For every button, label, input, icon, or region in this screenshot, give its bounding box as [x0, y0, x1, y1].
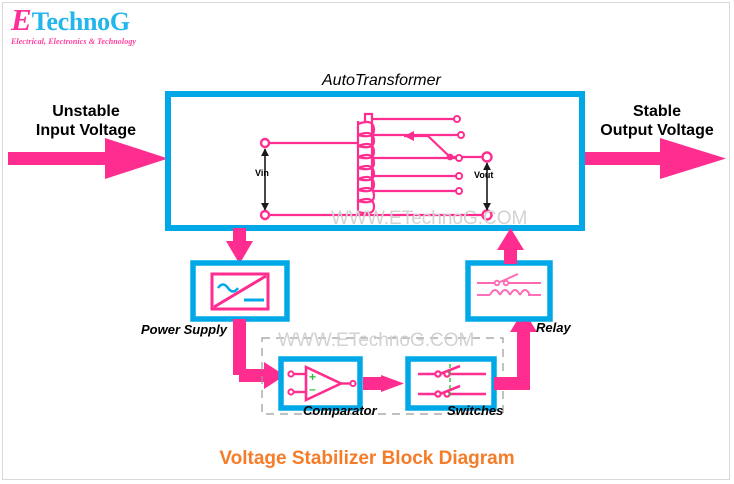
relay-label: Relay: [536, 320, 571, 335]
comparator-label: Comparator: [303, 403, 377, 418]
arrow-relay-to-transformer: [497, 228, 524, 264]
page-title: Voltage Stabilizer Block Diagram: [219, 448, 515, 469]
input-voltage-label: Unstable Input Voltage: [22, 102, 150, 140]
wiper-node: [446, 153, 454, 161]
comparator-icon: [287, 364, 357, 403]
transformer-coil: [357, 120, 376, 215]
arrow-comparator-to-switches: [363, 375, 404, 392]
input-voltage-line2: Input Voltage: [35, 122, 137, 139]
relay-icon: [477, 273, 541, 296]
comparator-minus-sign: –: [309, 382, 316, 396]
control-unit-group: [261, 337, 504, 415]
output-voltage-line1: Stable: [632, 103, 681, 120]
comparator-plus-sign: +: [309, 370, 317, 384]
output-voltage-label: Stable Output Voltage: [592, 102, 722, 140]
voltage-terminals: [259, 137, 493, 221]
autotransformer-label: AutoTransformer: [322, 72, 441, 89]
arrow-switches-to-relay: [494, 310, 537, 390]
logo-word: TechnoG: [31, 7, 130, 36]
power-supply-icon: [210, 272, 270, 311]
etechnog-logo: ETechnoG Electrical, Electronics & Techn…: [11, 4, 201, 52]
logo-wordmark: ETechnoG: [11, 4, 201, 36]
vout-label: Vout: [474, 170, 494, 180]
output-arrow: [585, 138, 726, 179]
power-supply-label: Power Supply: [141, 322, 227, 337]
logo-initial: E: [11, 2, 32, 37]
wiper-arrow-icon: [404, 131, 414, 141]
switches-block: [405, 356, 497, 411]
arrow-transformer-to-power-supply: [226, 228, 253, 264]
switches-icon: [418, 364, 486, 396]
arrow-power-supply-to-comparator: [233, 319, 285, 389]
logo-tagline: Electrical, Electronics & Technology: [11, 37, 137, 46]
relay-contacts: [493, 279, 510, 287]
vin-label: Vin: [255, 168, 269, 178]
output-voltage-line2: Output Voltage: [600, 122, 714, 139]
switches-label: Switches: [447, 403, 504, 418]
input-voltage-line1: Unstable: [52, 103, 120, 120]
transformer-tap-terminals: [453, 115, 465, 195]
relay-block: [465, 260, 553, 322]
watermark-upper: WWW.ETechnoG.COM: [331, 208, 528, 229]
switches-contacts: [434, 370, 451, 398]
autotransformer-circuit: [265, 112, 487, 217]
watermark-lower: WWW.ETechnoG.COM: [278, 330, 475, 351]
input-arrow: [8, 138, 168, 179]
